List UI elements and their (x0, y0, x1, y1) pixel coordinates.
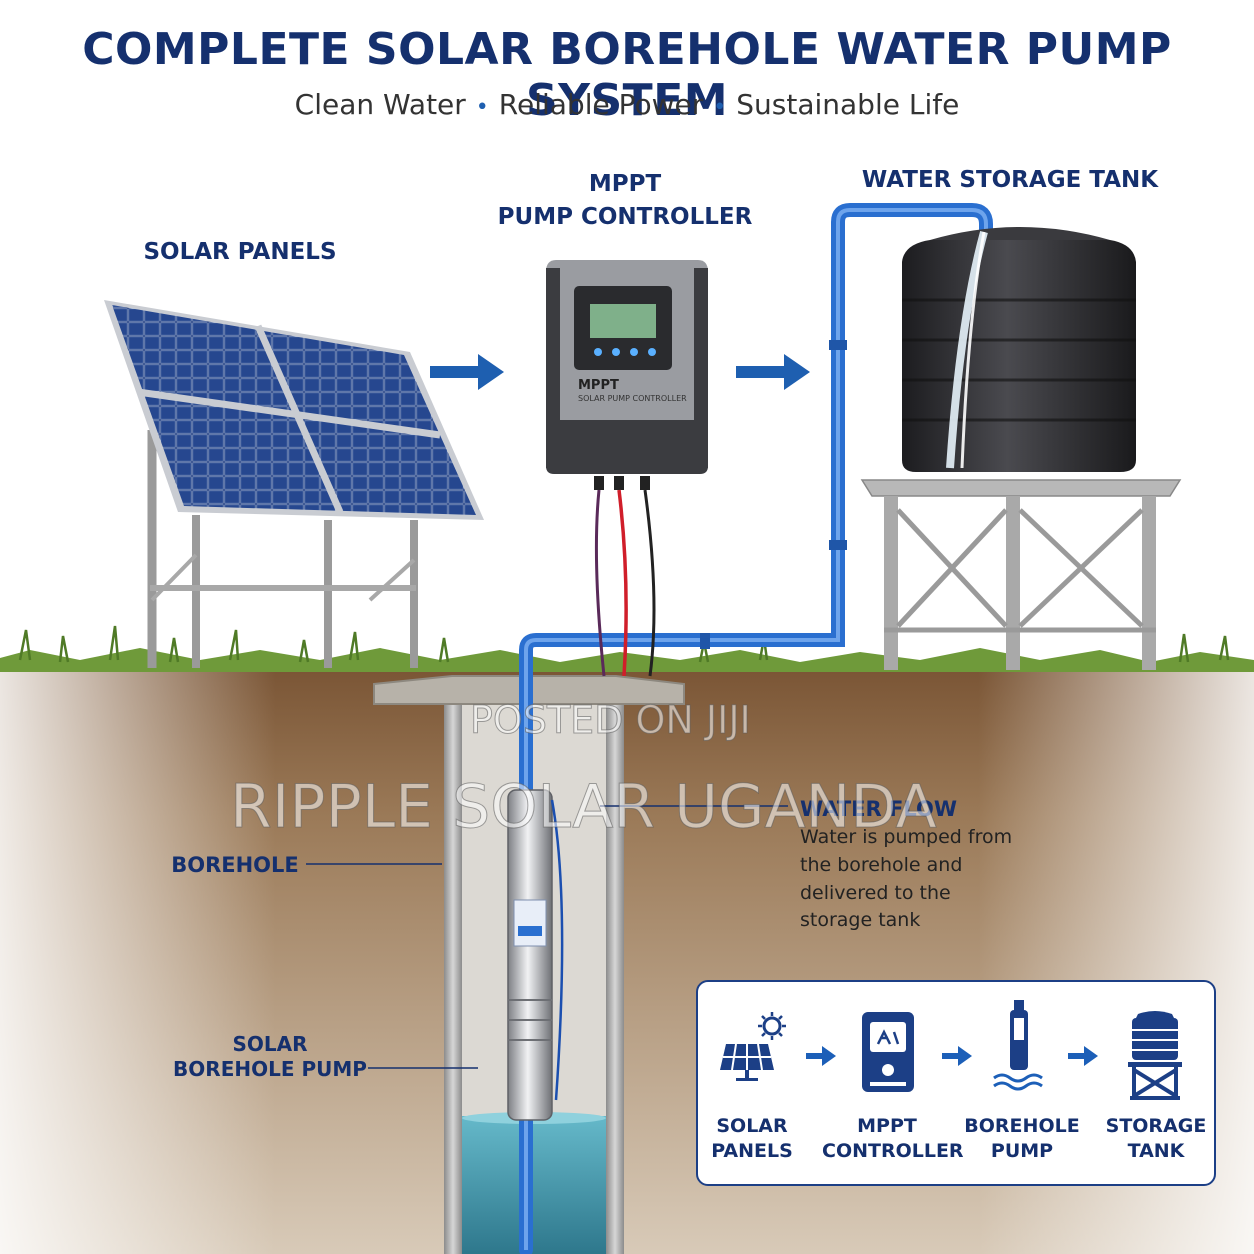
flow-step-line1: SOLAR (716, 1115, 788, 1137)
water-flow-note: WATER FLOW Water is pumped from the bore… (800, 794, 1060, 935)
subtitle-part: Clean Water (294, 88, 466, 121)
pump-label-line1: SOLAR (232, 1032, 308, 1056)
solar-panel-icon (720, 1012, 786, 1081)
flow-step-label: STORAGE TANK (1100, 1114, 1212, 1163)
page-title: COMPLETE SOLAR BOREHOLE WATER PUMP SYSTE… (82, 24, 1172, 126)
subtitle-separator: • (713, 95, 727, 120)
tank-icon (1128, 1011, 1182, 1100)
flow-step-line1: STORAGE (1105, 1115, 1207, 1137)
flow-arrow-icon (806, 1046, 836, 1066)
controller-device (546, 260, 708, 677)
controller-label: MPPT PUMP CONTROLLER (480, 168, 770, 235)
tank-stand (860, 479, 1182, 670)
flow-arrow-icon (1068, 1046, 1098, 1066)
submersible-pump (507, 789, 564, 1121)
pump-icon (993, 1000, 1043, 1091)
water-flow-line: Water is pumped from (800, 826, 1013, 849)
grass-strip (0, 648, 1254, 672)
flow-step-line2: PANELS (711, 1139, 793, 1162)
water-flow-heading: WATER FLOW (800, 797, 957, 821)
flow-step-line2: TANK (1127, 1139, 1185, 1162)
subtitle-separator: • (475, 95, 489, 120)
water-flow-text: Water is pumped from the borehole and de… (800, 824, 1060, 934)
borehole-label: BOREHOLE (171, 853, 299, 877)
watermark-brand: RIPPLE SOLAR UGANDA (230, 772, 938, 843)
flow-summary-box: SOLAR PANELS MPPT CONTROLLER BOREHOLE PU… (696, 980, 1216, 1186)
subtitle-part: Reliable Power (498, 88, 704, 121)
pump-label: SOLAR BOREHOLE PUMP (170, 1032, 370, 1082)
arrow-controller-to-tank (736, 354, 810, 390)
flow-step-line2: CONTROLLER (822, 1139, 964, 1162)
page-subtitle: Clean Water • Reliable Power • Sustainable L… (0, 88, 1254, 121)
controller-subtext: SOLAR PUMP CONTROLLER (578, 394, 687, 403)
water-flow-line: the borehole and (800, 853, 963, 876)
flow-step-label: BOREHOLE PUMP (962, 1114, 1082, 1163)
water-flow-line: delivered to the (800, 881, 951, 904)
tank-label: WATER STORAGE TANK (861, 167, 1159, 193)
subtitle-part: Sustainable Life (736, 88, 960, 121)
flow-step-label: SOLAR PANELS (698, 1114, 806, 1163)
watermark-posted: POSTED ON JIJI (470, 698, 752, 743)
arrow-panels-to-controller (430, 354, 504, 390)
pump-label-line2: BOREHOLE PUMP (173, 1057, 367, 1081)
flow-step-line1: MPPT (857, 1115, 917, 1137)
borehole-water (462, 1116, 606, 1254)
solar-panel-array (104, 300, 484, 668)
controller-label-line1: MPPT (588, 171, 662, 197)
controller-brand-text: MPPT (578, 378, 619, 393)
controller-icon (862, 1012, 914, 1092)
controller-label-line2: PUMP CONTROLLER (497, 204, 753, 231)
flow-step-line2: PUMP (990, 1139, 1054, 1162)
flow-step-line1: BOREHOLE (964, 1115, 1080, 1137)
water-tank (902, 227, 1136, 472)
water-flow-line: storage tank (800, 909, 921, 932)
flow-arrow-icon (942, 1046, 972, 1066)
flow-step-label: MPPT CONTROLLER (822, 1114, 964, 1163)
solar-panels-label: SOLAR PANELS (143, 239, 337, 265)
